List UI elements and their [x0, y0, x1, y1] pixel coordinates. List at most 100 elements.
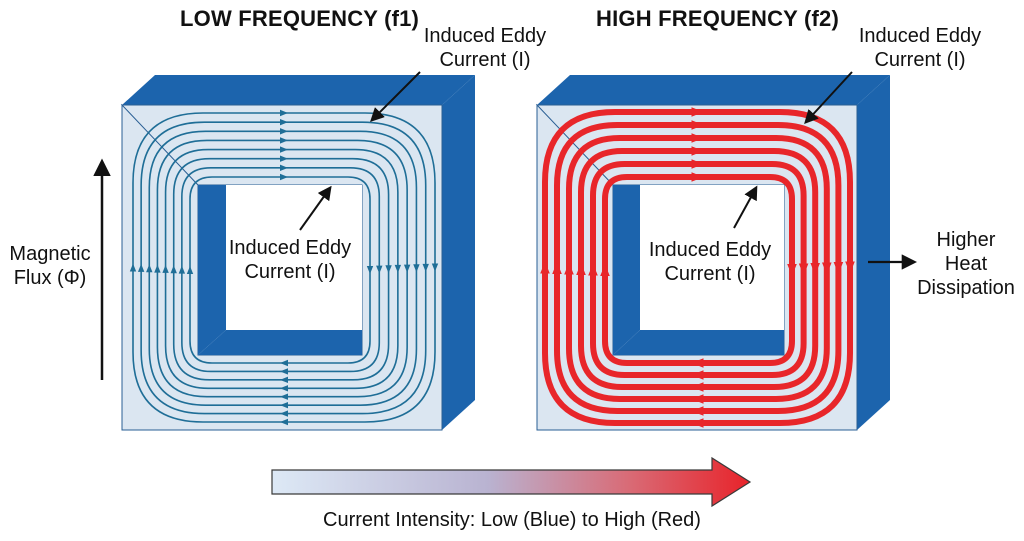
left-core-top-face — [122, 75, 475, 105]
label-line: Higher — [936, 229, 996, 251]
current-direction-arrowhead — [376, 265, 383, 274]
current-direction-arrowhead — [422, 263, 429, 272]
eddy-current-loop — [578, 148, 819, 390]
current-direction-arrowhead — [691, 120, 704, 130]
label-line: Magnetic — [9, 243, 91, 265]
right-inner-eddy-label: Induced Eddy Current (I) — [635, 238, 785, 286]
current-direction-arrowhead — [787, 264, 797, 276]
current-direction-arrowhead — [691, 159, 704, 169]
current-direction-arrowhead — [280, 146, 288, 153]
eddy-current-loop — [554, 122, 842, 414]
eddy-current-loop — [602, 174, 795, 366]
left-outer-pointer-arrow — [370, 71, 421, 122]
current-direction-arrowhead — [280, 359, 288, 367]
eddy-current-loop — [148, 130, 418, 406]
current-direction-arrowhead — [280, 393, 288, 400]
current-direction-arrowhead — [691, 133, 704, 143]
left-core-side-face — [442, 75, 475, 430]
right-outer-eddy-label: Induced Eddy Current (I) — [845, 24, 995, 72]
current-direction-arrowhead — [394, 264, 402, 273]
current-direction-arrowhead — [691, 358, 704, 368]
left-core — [120, 75, 475, 431]
label-line: Dissipation — [917, 277, 1015, 299]
current-direction-arrowhead — [431, 263, 439, 272]
intensity-gradient-arrow — [271, 456, 752, 508]
current-direction-arrowhead — [129, 263, 137, 272]
current-direction-arrowhead — [280, 173, 288, 181]
left-outer-eddy-label: Induced Eddy Current (I) — [410, 24, 560, 72]
right-hole-bottom-wall — [613, 330, 784, 355]
label-line: Heat — [944, 253, 988, 275]
current-direction-arrowhead — [552, 262, 562, 274]
current-direction-arrowhead — [186, 266, 194, 274]
current-direction-arrowhead — [691, 382, 704, 392]
current-direction-arrowhead — [170, 265, 177, 274]
label-line: Induced Eddy — [648, 239, 772, 261]
current-direction-arrowhead — [600, 264, 610, 276]
right-inner-pointer-arrow — [733, 185, 758, 229]
current-direction-arrowhead — [280, 137, 288, 144]
current-direction-arrowhead — [564, 262, 574, 275]
current-direction-arrowhead — [691, 107, 704, 117]
current-direction-arrowhead — [280, 164, 288, 172]
current-direction-arrowhead — [691, 394, 704, 404]
current-direction-arrowhead — [137, 263, 145, 272]
high-frequency-title: HIGH FREQUENCY (f2) — [596, 6, 839, 31]
right-outer-pointer-arrow — [804, 71, 853, 125]
current-direction-arrowhead — [280, 155, 288, 162]
current-direction-arrowhead — [810, 263, 820, 275]
right-eddy-current-loops — [540, 107, 855, 428]
eddy-current-loop — [590, 161, 807, 378]
label-line: Current (I) — [874, 49, 966, 71]
current-direction-arrowhead — [366, 266, 374, 274]
current-direction-arrowhead — [691, 370, 704, 380]
eddy-current-loop — [132, 112, 436, 423]
magnetic-flux-label: Magnetic Flux (Φ) — [0, 242, 100, 290]
eddy-current-loop — [156, 139, 408, 398]
current-direction-arrowhead — [798, 263, 809, 276]
current-direction-arrowhead — [403, 264, 411, 273]
current-direction-arrowhead — [691, 172, 704, 182]
current-direction-arrowhead — [280, 401, 288, 409]
label-line: Induced Eddy — [423, 25, 547, 47]
current-direction-arrowhead — [576, 263, 586, 275]
eddy-current-loop — [140, 121, 427, 415]
left-eddy-current-loops — [129, 109, 439, 426]
eddy-current-loop — [172, 157, 390, 381]
label-line: Induced Eddy — [228, 237, 352, 259]
right-core — [535, 75, 890, 431]
left-hole-left-wall — [198, 185, 226, 355]
label-line: Current (I) — [439, 49, 531, 71]
current-direction-arrowhead — [833, 262, 844, 274]
eddy-current-loop — [164, 148, 399, 390]
left-hole-back — [226, 185, 362, 330]
left-hole-bottom-wall — [198, 330, 362, 355]
current-direction-arrowhead — [588, 263, 598, 276]
current-direction-arrowhead — [691, 146, 704, 156]
heat-dissipation-label: Higher Heat Dissipation — [912, 228, 1020, 300]
label-line: Induced Eddy — [858, 25, 982, 47]
intensity-caption: Current Intensity: Low (Blue) to High (R… — [323, 509, 701, 531]
current-direction-arrowhead — [280, 118, 288, 126]
current-direction-arrowhead — [154, 264, 161, 273]
label-line: Flux (Φ) — [13, 267, 87, 289]
left-inner-eddy-label: Induced Eddy Current (I) — [215, 236, 365, 284]
current-direction-arrowhead — [540, 261, 550, 274]
label-line: Current (I) — [244, 261, 336, 283]
current-direction-arrowhead — [178, 265, 186, 274]
low-frequency-title: LOW FREQUENCY (f1) — [180, 6, 420, 31]
right-hole-back — [640, 185, 784, 330]
current-direction-arrowhead — [280, 109, 288, 117]
current-direction-arrowhead — [280, 385, 288, 392]
current-direction-arrowhead — [280, 368, 288, 375]
right-hole-left-wall — [613, 185, 640, 355]
left-inner-pointer-arrow — [299, 185, 332, 231]
current-direction-arrowhead — [146, 264, 153, 273]
current-direction-arrowhead — [385, 265, 392, 274]
current-direction-arrowhead — [822, 262, 832, 275]
eddy-current-loop — [542, 109, 853, 426]
eddy-current-loop — [181, 167, 381, 373]
label-line: Current (I) — [664, 263, 756, 285]
current-direction-arrowhead — [280, 376, 288, 384]
